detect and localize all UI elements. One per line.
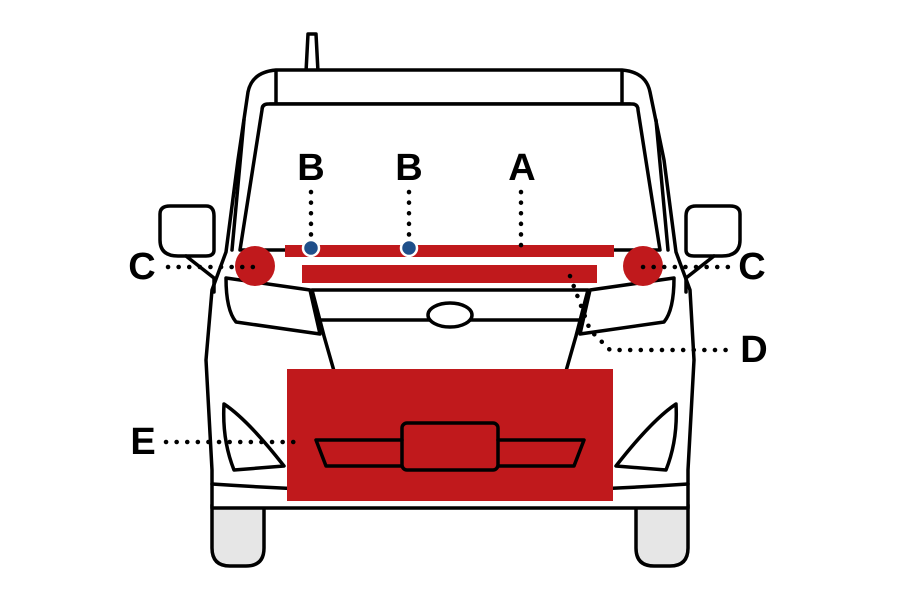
sensor-b-left: [301, 238, 321, 258]
side-mirror-right: [684, 204, 742, 294]
bumper-grille: [314, 438, 586, 468]
sensor-b-right: [399, 238, 419, 258]
reflector-left: [221, 402, 286, 472]
rear-window: [238, 102, 662, 252]
label-c-left: C: [128, 246, 155, 288]
zone-a-rear-window-band: [285, 245, 614, 257]
reflector-right: [614, 402, 679, 472]
tail-light-left: [224, 276, 322, 336]
label-d: D: [740, 329, 767, 371]
zone-d-tailgate-band: [302, 265, 597, 283]
tail-light-right: [578, 276, 676, 336]
license-plate: [400, 421, 500, 472]
label-c-right: C: [738, 246, 765, 288]
emblem: [426, 301, 474, 329]
zone-c-left-light: [235, 246, 275, 286]
side-mirror-left: [158, 204, 216, 294]
label-e: E: [130, 421, 155, 463]
label-b-left: B: [297, 147, 324, 189]
pillar-lines: [230, 118, 670, 252]
leader-d: [567, 273, 737, 353]
zone-e-rear-bumper: [287, 369, 613, 501]
label-a: A: [508, 147, 535, 189]
label-b-right: B: [395, 147, 422, 189]
tires: [210, 503, 690, 568]
